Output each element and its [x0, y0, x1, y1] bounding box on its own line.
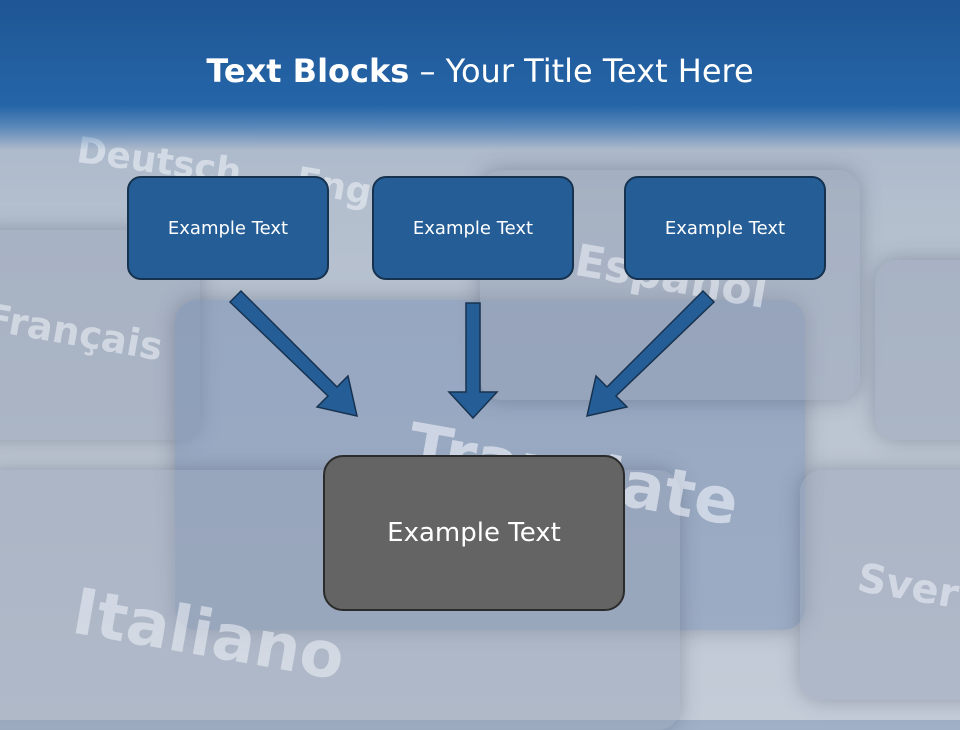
title-rest: – Your Title Text Here [409, 52, 754, 90]
result-block[interactable]: Example Text [323, 455, 625, 611]
title-bold: Text Blocks [206, 52, 410, 90]
arrow-down-right [228, 289, 358, 417]
text-block-label: Example Text [167, 218, 289, 239]
title-bar: Text Blocks – Your Title Text Here [0, 0, 960, 150]
text-block-3[interactable]: Example Text [624, 176, 826, 280]
key [800, 470, 960, 700]
arrow-down-left [586, 289, 716, 417]
result-block-label: Example Text [387, 518, 561, 548]
text-block-1[interactable]: Example Text [127, 176, 329, 280]
text-block-label: Example Text [664, 218, 786, 239]
arrow-down [447, 302, 499, 420]
text-block-label: Example Text [412, 218, 534, 239]
text-block-2[interactable]: Example Text [372, 176, 574, 280]
slide-title: Text Blocks – Your Title Text Here [0, 52, 960, 90]
key [875, 260, 960, 440]
